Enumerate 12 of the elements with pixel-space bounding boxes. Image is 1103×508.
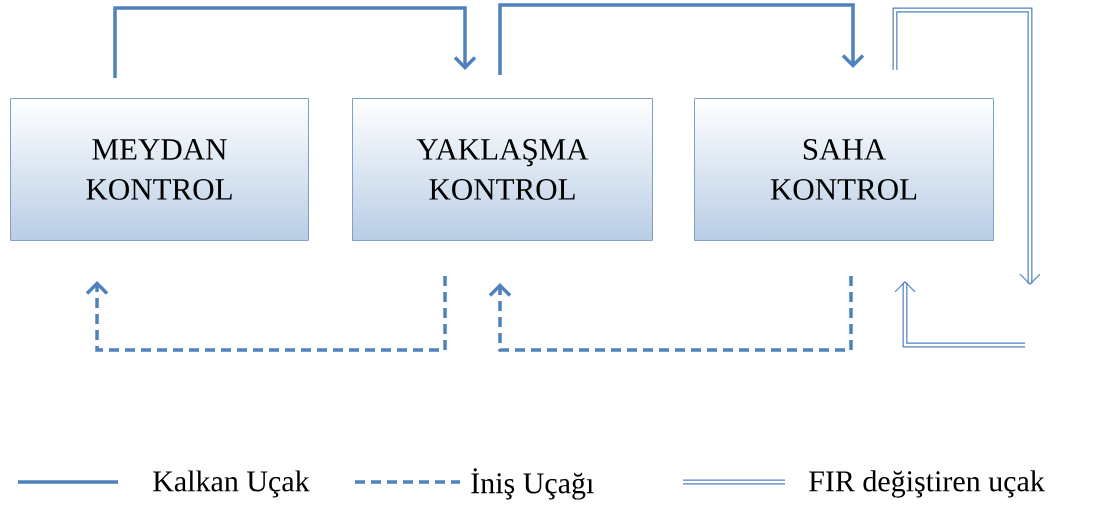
arrow xyxy=(892,7,1041,285)
control-box: SAHA KONTROL xyxy=(694,98,994,241)
arrow xyxy=(894,281,1025,348)
legend-label: FIR değiştiren uçak xyxy=(809,470,1045,498)
legend-label: İniş Uçağı xyxy=(471,468,594,500)
arrow xyxy=(498,3,865,75)
arrow xyxy=(488,276,853,352)
legend-label: Kalkan Uçak xyxy=(153,470,310,498)
control-box: MEYDAN KONTROL xyxy=(10,98,309,241)
arrow xyxy=(113,6,477,78)
control-box: YAKLAŞMA KONTROL xyxy=(352,98,653,241)
arrow xyxy=(85,276,447,352)
